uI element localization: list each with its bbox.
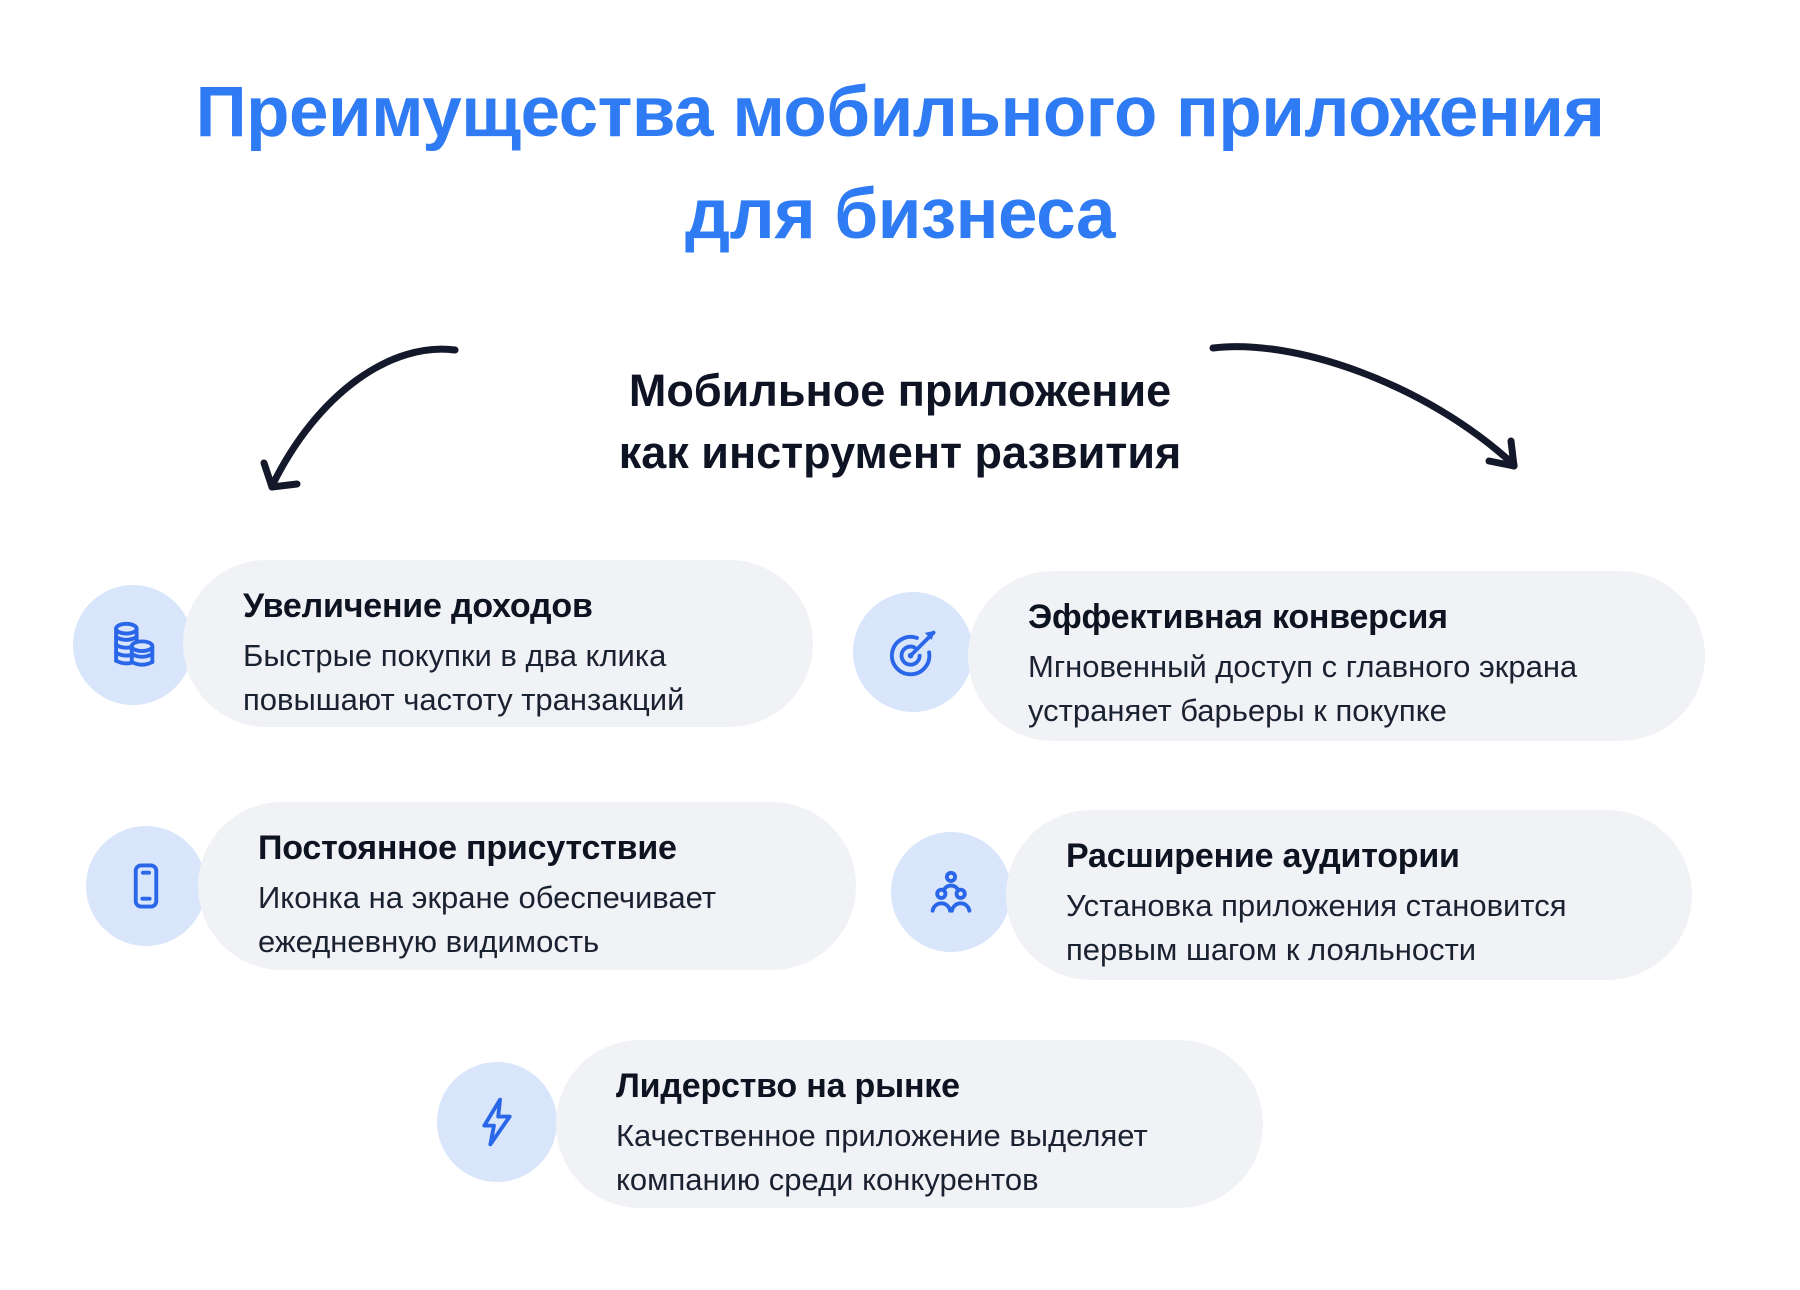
card-body: Качественное приложение выделяет компани… <box>616 1114 1223 1202</box>
card-body: Установка приложения становится первым ш… <box>1066 884 1652 972</box>
center-subtitle: Мобильное приложение как инструмент разв… <box>500 360 1300 484</box>
icon-circle-presence <box>86 826 206 946</box>
benefit-card-revenue: Увеличение доходов Быстрые покупки в два… <box>183 560 813 727</box>
coins-icon <box>114 621 155 667</box>
center-subtitle-line-2: как инструмент развития <box>618 427 1182 479</box>
card-title: Лидерство на рынке <box>616 1067 960 1105</box>
card-title: Эффективная конверсия <box>1028 598 1448 636</box>
icon-circle-revenue <box>73 585 193 705</box>
page-title-line-1: Преимущества мобильного приложения <box>195 73 1605 152</box>
page-title: Преимущества мобильного приложения для б… <box>0 62 1800 266</box>
page-title-line-2: для бизнеса <box>685 175 1115 255</box>
card-body-line-1: Установка приложения становится <box>1066 888 1567 924</box>
center-subtitle-line-1: Мобильное приложение <box>628 365 1172 416</box>
benefit-card-audience: Расширение аудитории Установка приложени… <box>1006 810 1692 980</box>
icon-circle-conversion <box>853 592 973 712</box>
card-title: Расширение аудитории <box>1066 837 1460 875</box>
target-arrow-icon <box>889 630 936 677</box>
curved-arrow-left-icon <box>260 345 459 491</box>
people-group-icon <box>930 870 972 913</box>
card-body-line-2: повышают частоту транзакций <box>243 682 685 718</box>
benefit-card-presence: Постоянное присутствие Иконка на экране … <box>198 802 856 970</box>
card-body-line-2: ежедневную видимость <box>258 924 600 960</box>
card-body: Быстрые покупки в два клика повышают час… <box>243 634 773 722</box>
icon-circle-leadership <box>437 1062 557 1182</box>
benefit-card-conversion: Эффективная конверсия Мгновенный доступ … <box>968 571 1705 741</box>
card-body: Иконка на экране обеспечивает ежедневную… <box>258 876 816 964</box>
card-body-line-1: Иконка на экране обеспечивает <box>258 880 717 916</box>
card-body-line-2: компанию среди конкурентов <box>616 1162 1039 1198</box>
smartphone-icon <box>133 863 159 909</box>
card-body-line-1: Качественное приложение выделяет <box>616 1118 1148 1154</box>
card-body: Мгновенный доступ с главного экрана устр… <box>1028 645 1665 733</box>
card-body-line-1: Быстрые покупки в два клика <box>243 638 667 674</box>
lightning-icon <box>482 1097 512 1147</box>
benefit-card-leadership: Лидерство на рынке Качественное приложен… <box>556 1040 1263 1208</box>
card-body-line-2: устраняет барьеры к покупке <box>1028 693 1447 729</box>
card-body-line-1: Мгновенный доступ с главного экрана <box>1028 649 1578 685</box>
card-body-line-2: первым шагом к лояльности <box>1066 932 1477 968</box>
icon-circle-audience <box>891 832 1011 952</box>
card-title: Постоянное присутствие <box>258 829 677 867</box>
card-title: Увеличение доходов <box>243 587 593 625</box>
